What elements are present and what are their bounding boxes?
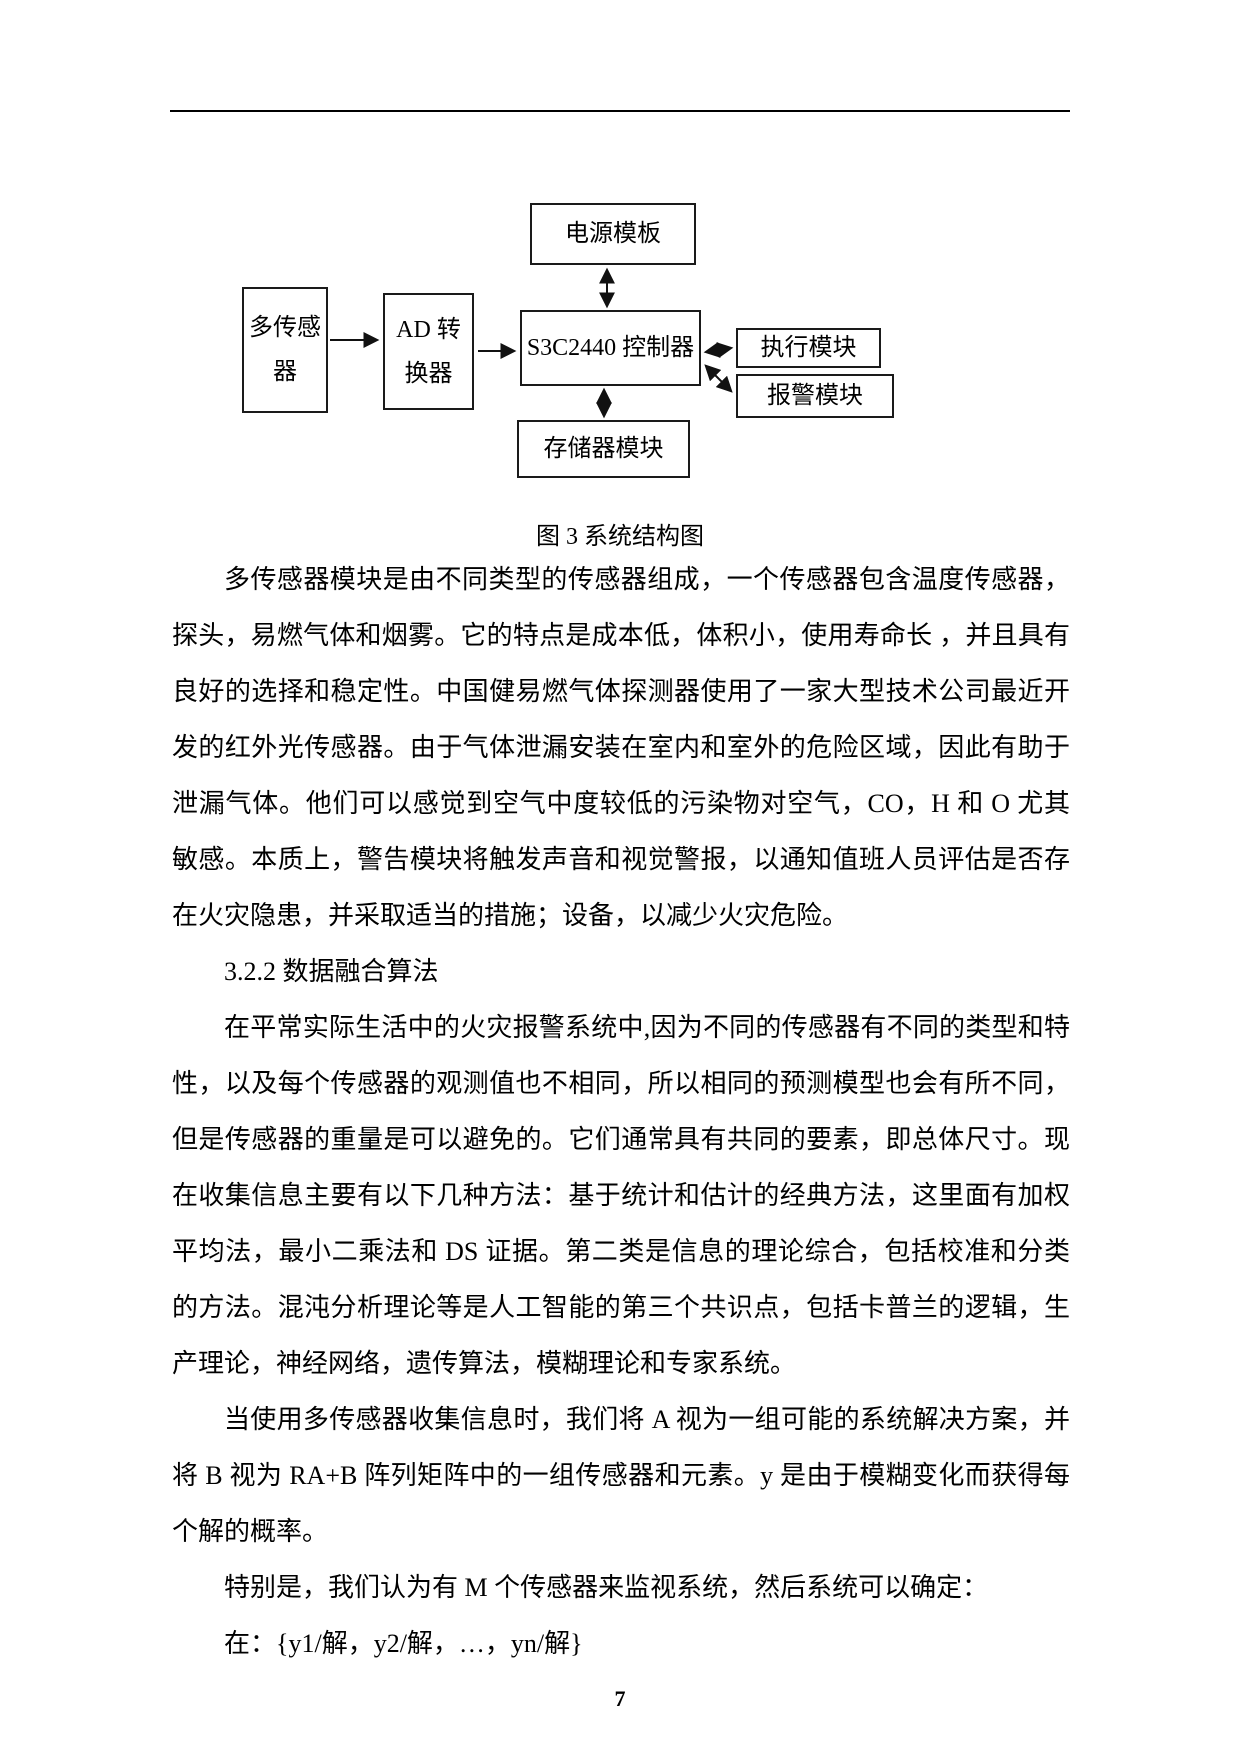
figure-caption: 图 3 系统结构图 <box>536 524 704 550</box>
diagram-arrows <box>330 267 734 419</box>
diagram-box-execute-module: 执行模块 <box>736 328 881 368</box>
diagram-box-power-module: 电源模板 <box>530 203 696 265</box>
header-divider <box>170 110 1070 112</box>
diagram-box-ad-converter: AD 转换器 <box>383 293 474 410</box>
paragraph-5-formula: 在：{y1/解，y2/解，…，yn/解} <box>224 1629 583 1658</box>
paragraph-1: 多传感器模块是由不同类型的传感器组成，一个传感器包含温度传感器，探头，易燃气体和… <box>172 565 1070 930</box>
body-text: 多传感器模块是由不同类型的传感器组成，一个传感器包含温度传感器，探头，易燃气体和… <box>172 552 1070 1672</box>
section-heading-3-2-2: 3.2.2 数据融合算法 <box>224 957 439 986</box>
diagram-box-memory-module: 存储器模块 <box>517 420 690 478</box>
paragraph-4: 特别是，我们认为有 M 个传感器来监视系统，然后系统可以确定： <box>224 1573 989 1602</box>
paragraph-2: 在平常实际生活中的火灾报警系统中,因为不同的传感器有不同的类型和特性，以及每个传… <box>172 1013 1070 1378</box>
paragraph-3: 当使用多传感器收集信息时，我们将 A 视为一组可能的系统解决方案，并将 B 视为… <box>172 1405 1070 1546</box>
diagram-box-alarm-module: 报警模块 <box>736 374 894 418</box>
diagram-box-multisensor: 多传感器 <box>242 287 328 413</box>
arrow-controller-alarm <box>704 364 733 393</box>
arrow-controller-execute <box>703 341 734 359</box>
page-number: 7 <box>614 1686 626 1711</box>
diagram-box-controller: S3C2440 控制器 <box>520 310 701 386</box>
system-structure-diagram: 电源模板 多传感器 AD 转换器 S3C2440 控制器 执行模块 报警模块 存… <box>0 0 1240 520</box>
